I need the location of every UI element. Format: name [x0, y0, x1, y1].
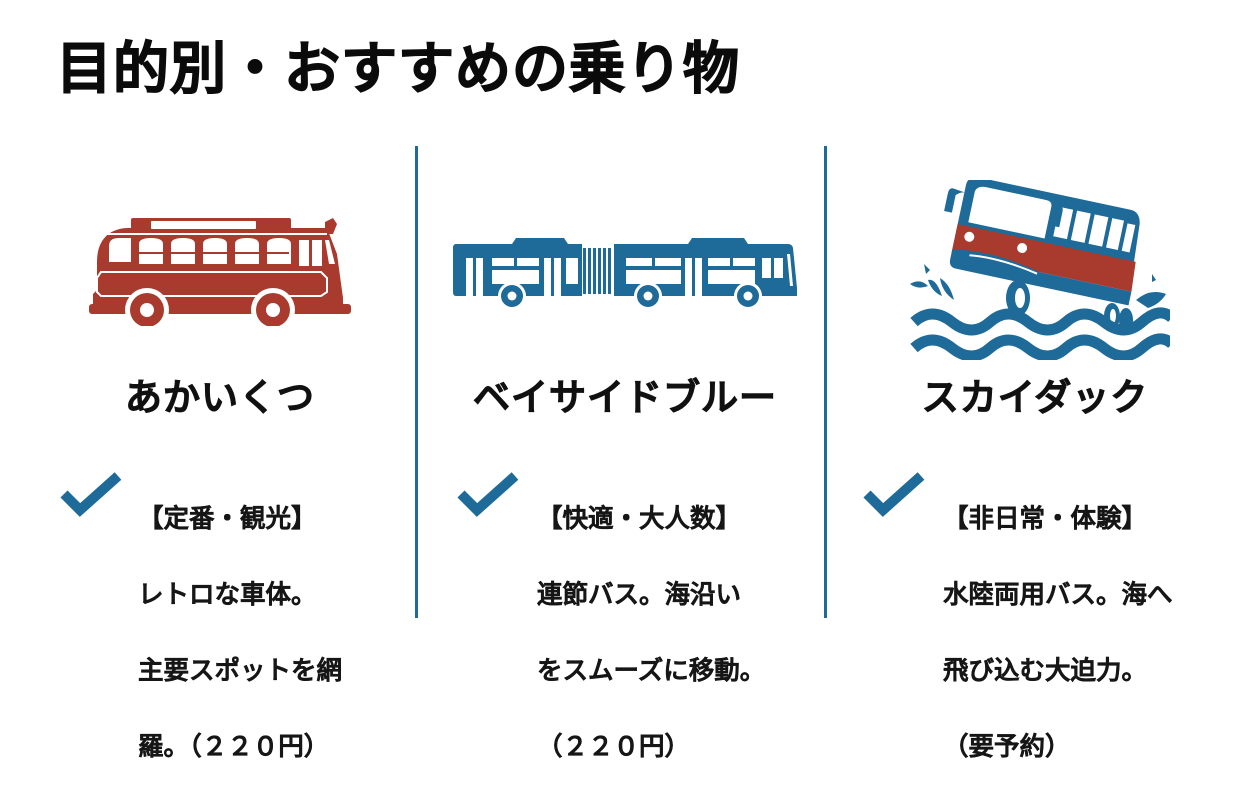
description-tag: 【快適・大人数】: [537, 504, 742, 534]
vehicle-name: ベイサイドブルー: [473, 376, 777, 420]
description-tag: 【非日常・体験】: [943, 504, 1148, 534]
articulated-bus-icon: [425, 170, 825, 370]
articulated-bus-icon: [453, 238, 797, 310]
column-divider: [824, 146, 827, 618]
vehicle-card-bayside-blue: ベイサイドブルー 【快適・大人数】 連節バス。海沿い をスムーズに移動。 （２２…: [425, 140, 825, 762]
checkmark-icon: [60, 472, 122, 517]
vehicle-name: あかいくつ: [125, 376, 315, 420]
description-line: レトロな車体。: [138, 580, 317, 610]
retro-bus-icon: [20, 170, 420, 370]
checkmark-icon: [457, 472, 519, 517]
vehicle-name: スカイダック: [921, 376, 1149, 420]
description-line: （要予約）: [943, 732, 1071, 762]
description-line: （２２０円）: [537, 732, 691, 762]
vehicle-card-akaikutsu: あかいくつ 【定番・観光】 レトロな車体。 主要スポットを網 羅。（２２０円）: [20, 140, 420, 762]
description-line: 飛び込む大迫力。: [943, 656, 1148, 686]
description-tag: 【定番・観光】: [138, 504, 317, 534]
vehicle-description: 【定番・観光】 レトロな車体。 主要スポットを網 羅。（２２０円）: [138, 462, 342, 804]
description-line: 水陸両用バス。海へ: [943, 580, 1173, 610]
column-divider: [415, 146, 418, 618]
description-line: 連節バス。海沿い: [537, 580, 742, 610]
page-title: 目的別・おすすめの乗り物: [55, 36, 740, 102]
vehicle-description: 【快適・大人数】 連節バス。海沿い をスムーズに移動。 （２２０円）: [537, 462, 766, 804]
retro-bus-icon: [89, 218, 351, 326]
description-line: をスムーズに移動。: [537, 656, 766, 686]
vehicle-card-sky-duck: スカイダック 【非日常・体験】 水陸両用バス。海へ 飛び込む大迫力。 （要予約）: [835, 140, 1235, 762]
checkmark-icon: [863, 472, 925, 517]
description-line: 主要スポットを網: [138, 656, 343, 686]
description-line: 羅。（２２０円）: [138, 732, 330, 762]
vehicle-description: 【非日常・体験】 水陸両用バス。海へ 飛び込む大迫力。 （要予約）: [943, 462, 1173, 804]
amphibious-bus-icon: [835, 170, 1235, 370]
amphibious-bus-icon: [910, 180, 1170, 360]
